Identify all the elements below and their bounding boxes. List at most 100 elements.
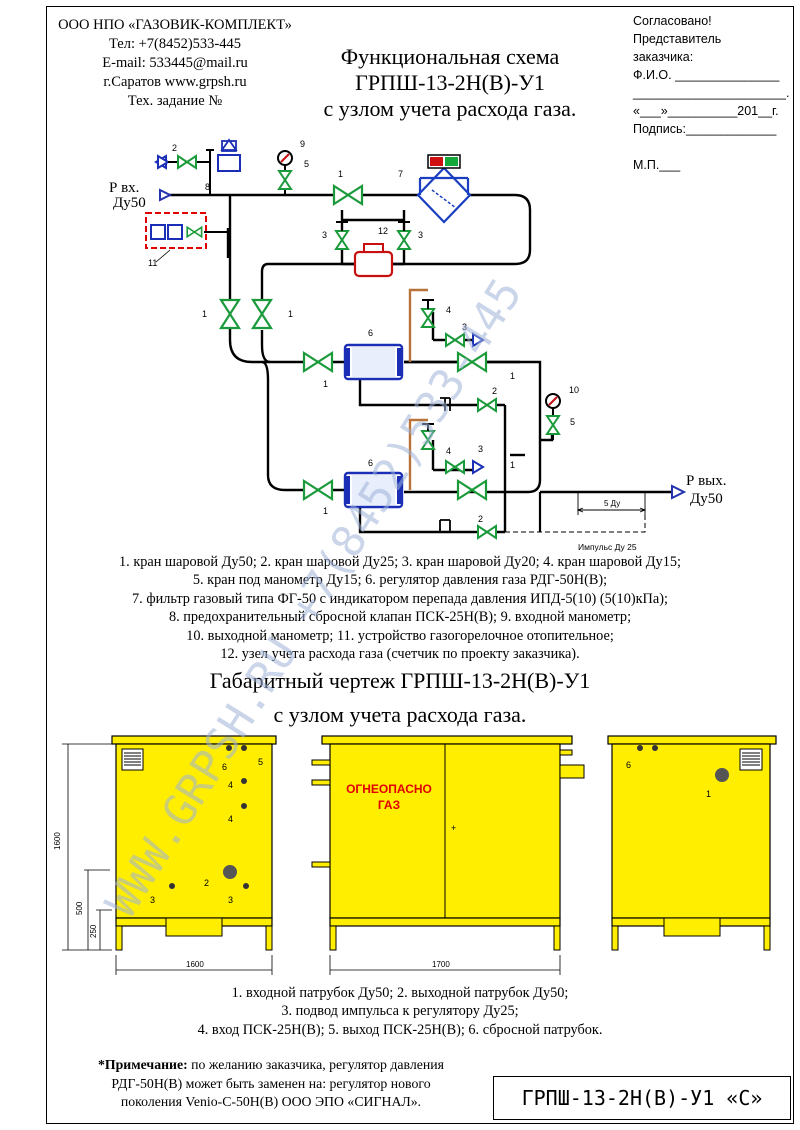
callout-6: 6: [368, 458, 373, 468]
note-block: *Примечание: по желанию заказчика, регул…: [56, 1056, 486, 1112]
callout-3: 3: [228, 895, 233, 905]
callout-3: 3: [322, 230, 327, 240]
callout-3: 3: [150, 895, 155, 905]
note-text: по желанию заказчика, регулятор давления: [187, 1057, 445, 1072]
outlet-dn-label: Ду50: [690, 491, 723, 507]
dimension-label: 5 Ду: [604, 499, 620, 508]
impulse-label: Импульс Ду 25: [578, 542, 637, 552]
inlet-manometer: [277, 150, 293, 195]
warning-text: ОГНЕОПАСНО: [346, 782, 432, 796]
callout-9: 9: [300, 139, 305, 149]
inlet-label: Р вх.: [109, 180, 139, 196]
note-label: *Примечание:: [97, 1057, 188, 1072]
pressure-regulator-rdg50: [343, 343, 404, 381]
company-email: E-mail: 533445@mail.ru: [102, 55, 248, 71]
cabinet-front-view: +: [311, 735, 585, 951]
callout-3: 3: [462, 322, 467, 332]
legend-line: 1. кран шаровой Ду50; 2. кран шаровой Ду…: [119, 554, 681, 570]
gabarit-legend: 1. входной патрубок Ду50; 2. выходной па…: [60, 984, 740, 1039]
dimension-250: 250: [89, 924, 98, 938]
note-line: *Примечание: по желанию заказчика, регул…: [56, 1056, 486, 1075]
main-pipelines: [160, 193, 680, 534]
valve-handle: [422, 423, 434, 431]
callout-5: 5: [304, 159, 309, 169]
callout-5: 5: [570, 417, 575, 427]
callout-1: 1: [202, 309, 207, 319]
callout-1: 1: [706, 789, 711, 799]
callout-4: 4: [446, 305, 451, 315]
callout-3: 3: [418, 230, 423, 240]
drawing-frame: [46, 6, 794, 1124]
gabarit-title-line: Габаритный чертеж ГРПШ-13-2Н(В)-У1: [209, 668, 591, 693]
callout-2: 2: [204, 878, 209, 888]
note-line: поколения Venio-С-50Н(В) ООО ЭПО «СИГНАЛ…: [120, 1094, 422, 1109]
callout-1: 1: [510, 460, 515, 470]
inlet-arrow-icon: [159, 188, 173, 202]
callout-12: 12: [378, 226, 388, 236]
legend-line: 12. узел учета расхода газа (счетчик по …: [220, 646, 580, 663]
company-site: г.Саратов www.grpsh.ru: [103, 74, 247, 90]
valve-handle: [440, 397, 451, 411]
callout-1: 1: [323, 506, 328, 516]
note-line: РДГ-50Н(В) может быть заменен на: регуля…: [111, 1075, 431, 1091]
schema-legend: 1. кран шаровой Ду50; 2. кран шаровой Ду…: [60, 553, 740, 663]
valve-handles: [336, 221, 410, 231]
impulse-lines: [408, 288, 428, 490]
schema-title-line: Функциональная схема: [340, 44, 560, 69]
outlet-label: Р вых.: [686, 473, 727, 489]
gas-filter-fg50: [416, 154, 472, 224]
callout-8: 8: [205, 182, 210, 192]
approval-line: Подпись:_____________: [633, 122, 777, 136]
approval-line: «___»__________201__г.: [633, 104, 779, 118]
callout-4: 4: [228, 814, 233, 824]
warning-text: ГАЗ: [378, 798, 400, 812]
company-block: ООО НПО «ГАЗОВИК-КОМПЛЕКТ» Тел: +7(8452)…: [50, 16, 300, 111]
schema-title-line: с узлом учета расхода газа.: [323, 96, 577, 121]
burner-device-frame: [145, 212, 207, 249]
side-dimensions: [62, 743, 273, 975]
callout-2: 2: [492, 386, 497, 396]
gabarit-title: Габаритный чертеж ГРПШ-13-2Н(В)-У1 с узл…: [150, 668, 650, 728]
dimension-arrows: [576, 507, 647, 513]
approval-line: Согласовано!: [633, 14, 712, 28]
safety-relief-valve-psk: [155, 138, 241, 195]
callout-7: 7: [398, 169, 403, 179]
callout-2: 2: [172, 143, 177, 153]
pressure-regulator-rdg50: [343, 471, 404, 509]
title-stamp: ГРПШ-13-2Н(В)-У1 «С»: [493, 1076, 791, 1120]
approval-line: Представитель: [633, 32, 722, 46]
valve-handle: [422, 299, 434, 309]
dimension-width-front: 1700: [432, 960, 450, 969]
callout-6: 6: [368, 328, 373, 338]
approval-line: ______________________.: [633, 86, 790, 100]
cabinet-side-view-left: [111, 735, 277, 951]
schema-title: Функциональная схема ГРПШ-13-2Н(В)-У1 с …: [290, 44, 610, 122]
gabarit-title-line: с узлом учета расхода газа.: [273, 702, 527, 727]
cabinet-side-view-right: [607, 735, 777, 951]
callout-4: 4: [228, 780, 233, 790]
legend-line: 3. подвод импульса к регулятору Ду25;: [281, 1003, 519, 1020]
vent-icon: [472, 332, 485, 348]
inlet-dn-label: Ду50: [113, 195, 146, 211]
legend-line: 5. кран под манометр Ду15; 6. регулятор …: [192, 572, 608, 589]
gas-burner-device: [150, 224, 228, 240]
callout-3: 3: [478, 444, 483, 454]
schema-title-line: ГРПШ-13-2Н(В)-У1: [355, 70, 545, 95]
valve-handle: [439, 519, 451, 533]
callout-4: 4: [446, 446, 451, 456]
dimension-height: 1600: [53, 832, 62, 850]
legend-line: 10. выходной манометр; 11. устройство га…: [186, 627, 614, 644]
approval-line: заказчика:: [633, 50, 694, 64]
dimension-width-side: 1600: [186, 960, 204, 969]
svg-text:+: +: [451, 823, 456, 833]
leader-line: [155, 249, 171, 263]
company-name: ООО НПО «ГАЗОВИК-КОМПЛЕКТ»: [58, 17, 292, 33]
impulse-pipe-dn25: [505, 515, 646, 533]
callout-1: 1: [510, 371, 515, 381]
callout-1: 1: [288, 309, 293, 319]
legend-line: 7. фильтр газовый типа ФГ-50 с индикатор…: [132, 590, 668, 607]
company-phone: Тел: +7(8452)533-445: [108, 36, 242, 52]
callout-6: 6: [626, 760, 631, 770]
